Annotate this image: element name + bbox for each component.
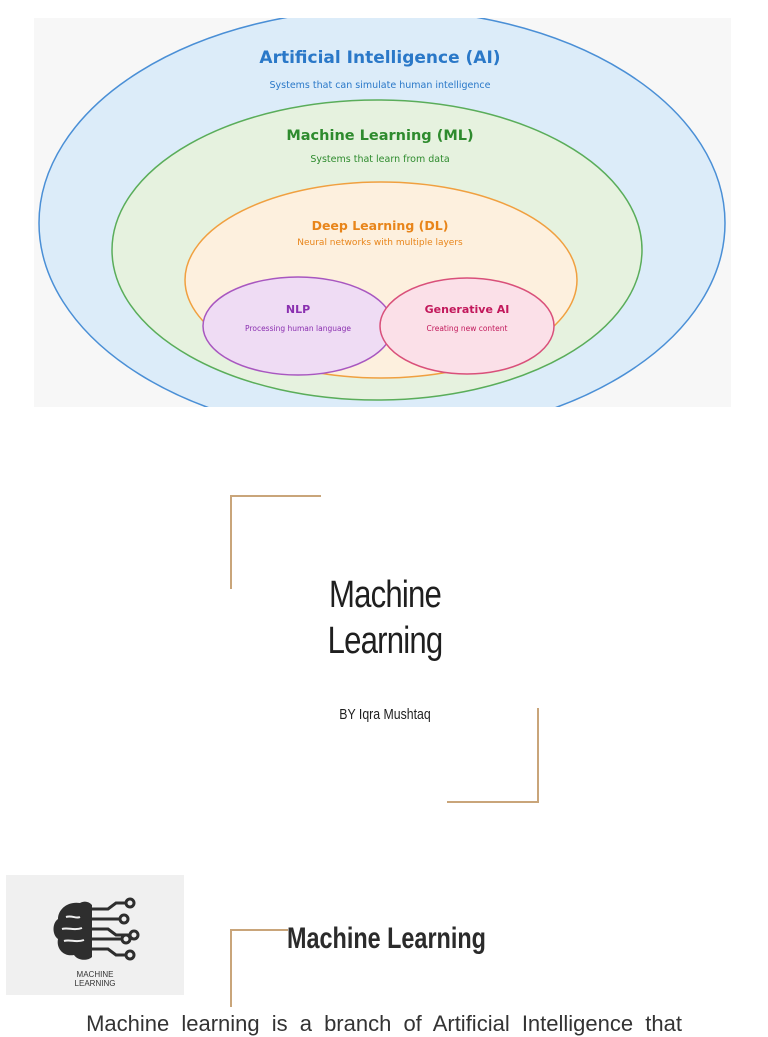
ml-title: Machine Learning (ML) (286, 128, 473, 144)
frame-top-left-horizontal (230, 495, 321, 497)
diagram-svg: Artificial Intelligence (AI) Systems tha… (38, 18, 726, 407)
dl-title: Deep Learning (DL) (312, 218, 449, 233)
title-line-1: Machine (328, 574, 442, 616)
frame-bottom-right-horizontal (447, 801, 539, 803)
genai-ellipse (379, 277, 555, 375)
page-title: Machine Learning (274, 572, 495, 664)
brain-circuit-icon (53, 897, 140, 961)
frame-bottom-right-vertical (537, 708, 539, 802)
section-frame-vertical (230, 929, 232, 1007)
title-line-2: Learning (327, 620, 444, 662)
ai-subtitle: Systems that can simulate human intellig… (270, 80, 491, 91)
section-heading: Machine Learning (287, 922, 486, 955)
ai-venn-diagram: Artificial Intelligence (AI) Systems tha… (34, 18, 731, 407)
genai-title: Generative AI (425, 303, 510, 316)
dl-subtitle: Neural networks with multiple layers (297, 238, 463, 248)
nlp-subtitle: Processing human language (245, 324, 351, 333)
logo-caption-line-2: LEARNING (74, 979, 116, 988)
frame-top-left-vertical (230, 495, 232, 589)
logo-caption-line-1: MACHINE (76, 970, 114, 979)
machine-learning-logo: MACHINE LEARNING (6, 875, 184, 995)
logo-caption: MACHINE LEARNING (6, 970, 184, 988)
nlp-title: NLP (286, 303, 310, 316)
author-byline: BY Iqra Mushtaq (339, 706, 431, 723)
ml-subtitle: Systems that learn from data (310, 154, 449, 165)
ai-title: Artificial Intelligence (AI) (259, 48, 500, 68)
genai-subtitle: Creating new content (427, 324, 508, 333)
body-paragraph: Machine learning is a branch of Artifici… (86, 1011, 682, 1036)
section-frame-horizontal (230, 929, 288, 931)
